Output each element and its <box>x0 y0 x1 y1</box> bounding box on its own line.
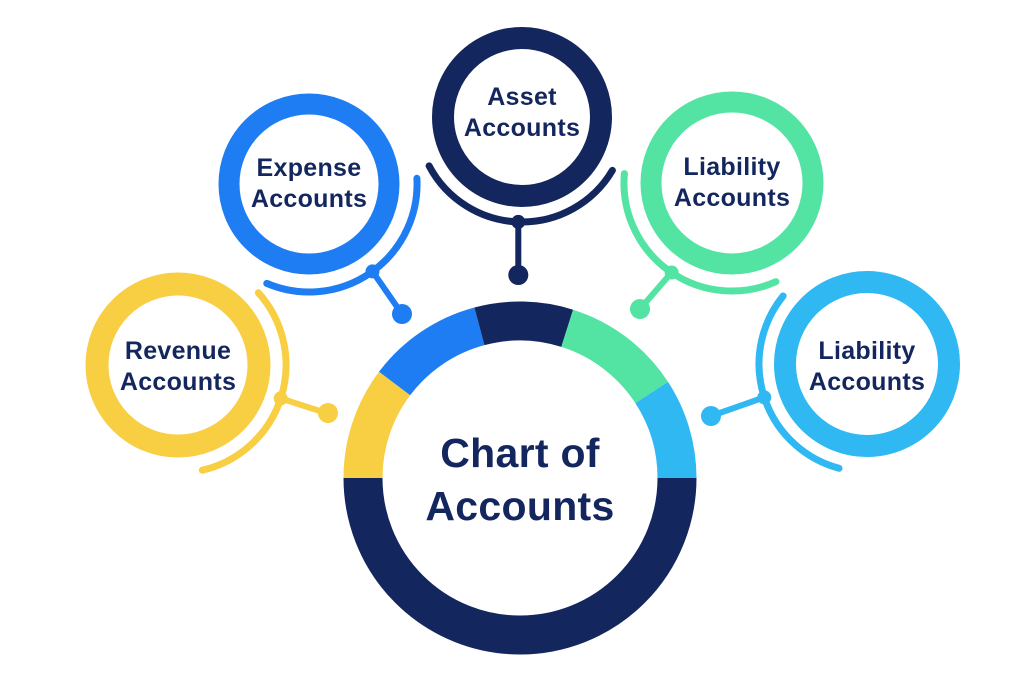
expense-end-dot <box>392 304 412 324</box>
asset-end-dot <box>508 265 529 285</box>
expense-node-label: Expense Accounts <box>251 153 367 215</box>
expense-label-line2: Accounts <box>250 185 368 213</box>
asset-label-line2: Accounts <box>463 114 581 142</box>
asset-node-group <box>425 27 616 285</box>
revenue-node-label: Revenue Accounts <box>120 336 236 398</box>
revenue-end-dot <box>318 403 338 423</box>
liability-green-end-dot <box>630 299 650 319</box>
expense-junction-dot <box>365 264 380 279</box>
hub-label: Chart of Accounts <box>425 427 614 533</box>
revenue-node-ring <box>85 272 271 458</box>
hub-ring <box>343 301 697 655</box>
revenue-label-line2: Accounts <box>119 368 237 396</box>
expense-node-ring <box>218 93 400 275</box>
liability-cyan-label-line2: Accounts <box>808 368 926 396</box>
hub-segment-top-navy <box>474 301 574 348</box>
hub-segment-bottom-navy <box>343 477 697 655</box>
hub-segment-green <box>560 309 669 404</box>
hub-label-line1: Chart of <box>440 430 600 476</box>
expense-node-group <box>218 93 421 324</box>
revenue-node-group <box>85 272 338 474</box>
liability-green-label-line2: Accounts <box>673 184 791 212</box>
expense-label-line1: Expense <box>256 154 362 182</box>
asset-node-ring <box>432 27 612 207</box>
hub-segment-blue <box>379 307 485 396</box>
asset-junction-dot <box>511 214 526 229</box>
liability-green-junction-dot <box>664 265 679 280</box>
liability-green-node-group <box>620 91 824 319</box>
asset-node-label: Asset Accounts <box>464 82 580 144</box>
hub-segment-yellow <box>343 371 411 479</box>
liability-cyan-node-ring <box>774 271 960 457</box>
liability-cyan-junction-dot <box>757 390 772 405</box>
revenue-label-line1: Revenue <box>124 337 232 365</box>
liability-green-node-ring <box>640 91 824 275</box>
hub-label-line2: Accounts <box>425 483 615 529</box>
liability-cyan-label-line1: Liability <box>818 337 916 365</box>
liability-cyan-end-dot <box>701 406 721 426</box>
liability-green-node-label: Liability Accounts <box>674 152 790 214</box>
asset-label-line1: Asset <box>487 83 557 111</box>
liability-cyan-node-group <box>701 271 960 472</box>
liability-cyan-node-label: Liability Accounts <box>809 336 925 398</box>
revenue-junction-dot <box>273 391 288 406</box>
liability-green-label-line1: Liability <box>683 153 781 181</box>
hub-segment-cyan <box>635 381 697 479</box>
